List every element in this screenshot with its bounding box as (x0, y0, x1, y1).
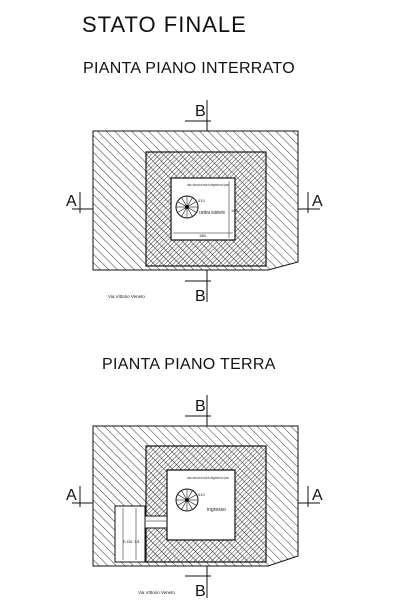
dim-height: 163 (231, 208, 238, 213)
plan-basement-title: PIANTA PIANO INTERRATO (83, 60, 295, 77)
section-b-top: B (185, 100, 211, 131)
page-title: STATO FINALE (82, 12, 247, 37)
svg-text:B: B (195, 288, 206, 305)
svg-text:A: A (312, 487, 323, 504)
svg-text:B: B (195, 583, 206, 600)
civic-number: n.civ. 14 (123, 539, 140, 544)
room-label: ingresso (207, 507, 226, 513)
spiral-stair-icon (175, 488, 199, 512)
svg-text:A: A (66, 487, 77, 504)
section-b-bottom: B (185, 270, 211, 305)
street-label: Via Vittorio Veneto (108, 294, 145, 299)
annex-block (114, 505, 146, 563)
wall-outer (145, 151, 267, 267)
section-a-left: A (66, 486, 93, 507)
plan-ground-title: PIANTA PIANO TERRA (102, 356, 276, 373)
svg-text:A: A (312, 193, 323, 210)
section-a-right: A (298, 192, 323, 213)
section-a-right: A (298, 486, 323, 507)
plan-ground: n.civ. 14 scala a chiocciola e botola di… (66, 395, 323, 600)
dim-width: 186 (199, 233, 206, 238)
entrance-step (144, 515, 168, 529)
street-label: Via Vittorio Veneto (138, 590, 175, 595)
section-b-top: B (185, 395, 211, 426)
stair-note: scala a chiocciola e botola di collegame… (187, 476, 229, 480)
dim-small: 010 (198, 198, 205, 203)
svg-text:A: A (66, 193, 77, 210)
plan-basement: scala a chiocciola e botola di collegame… (66, 100, 323, 305)
svg-text:B: B (195, 398, 206, 415)
stair-note: scala a chiocciola e botola di collegame… (187, 183, 229, 187)
dim-small: 010 (198, 492, 205, 497)
section-a-left: A (66, 192, 93, 213)
spiral-stair-icon (175, 195, 199, 219)
room-label: cantina esistente (199, 210, 225, 216)
svg-text:B: B (195, 103, 206, 120)
section-b-bottom: B (185, 566, 211, 600)
